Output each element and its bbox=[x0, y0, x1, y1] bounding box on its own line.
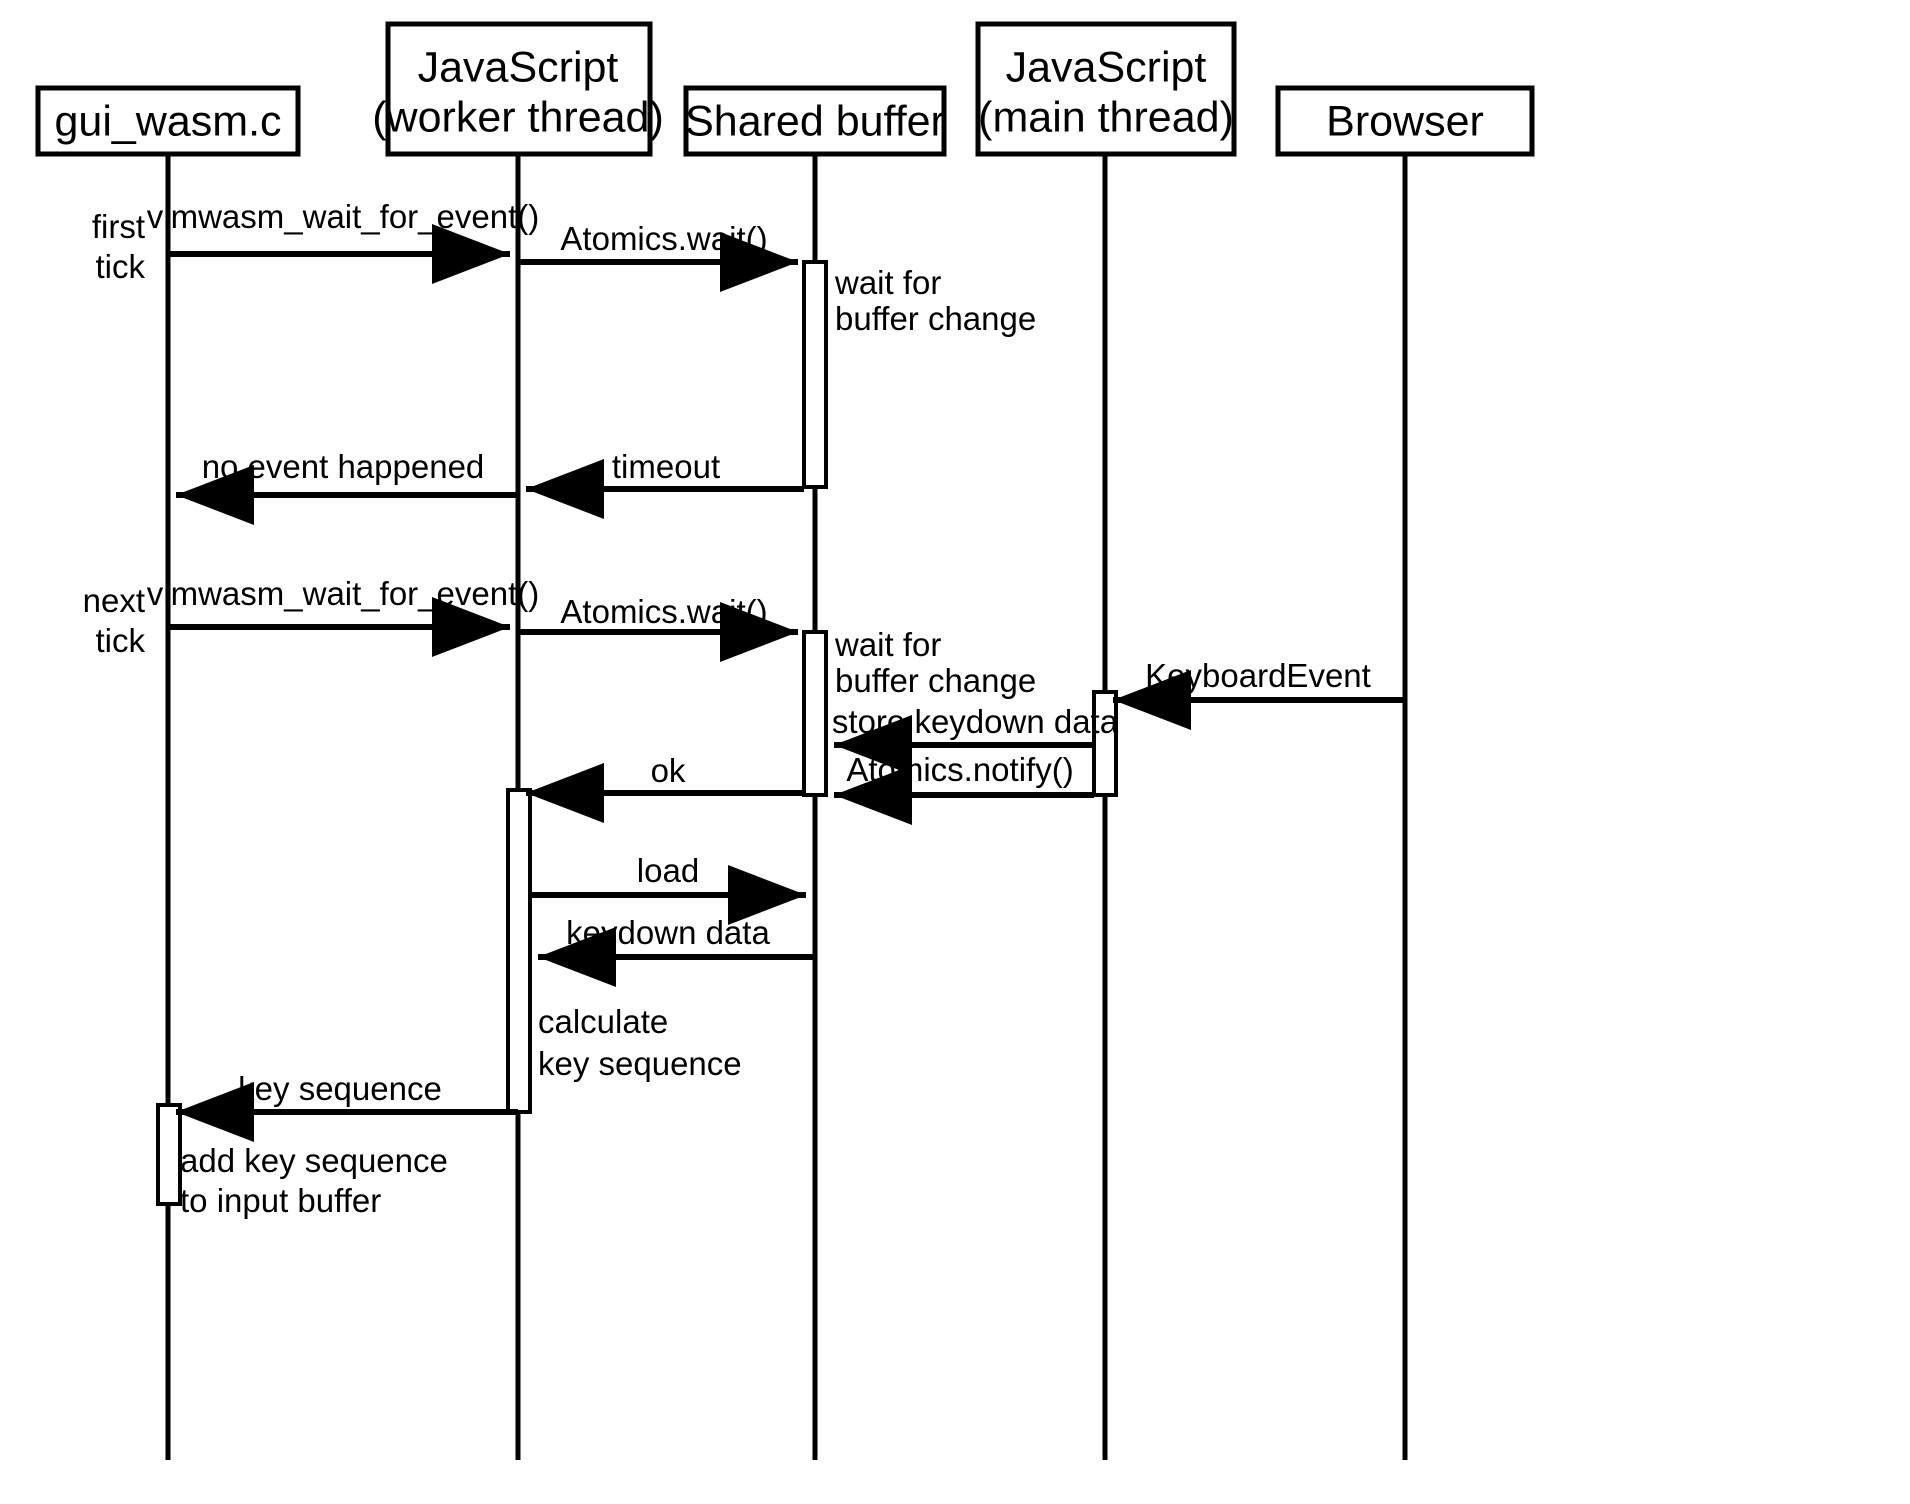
message-key-sequence: key sequence bbox=[176, 1070, 518, 1142]
activation-shared-buffer-wait-2 bbox=[802, 630, 828, 797]
message-keyboard-event: KeyboardEvent bbox=[1113, 657, 1405, 730]
participant-label-js-main-line1: JavaScript bbox=[1006, 43, 1207, 91]
message-load: load bbox=[530, 852, 806, 925]
participant-label-js-worker-line2: (worker thread) bbox=[372, 93, 664, 141]
participant-label-js-worker-line1: JavaScript bbox=[418, 43, 619, 91]
message-atomics-notify: Atomics.notify() bbox=[834, 751, 1094, 825]
message-vimwasm-wait-for-event-1: vimwasm_wait_for_event() bbox=[147, 198, 539, 284]
message-no-event-happened: no event happened bbox=[176, 448, 518, 525]
participant-js-worker[interactable]: JavaScript (worker thread) bbox=[372, 21, 664, 157]
participant-browser[interactable]: Browser bbox=[1275, 85, 1535, 157]
participant-label-js-main-line2: (main thread) bbox=[978, 93, 1234, 141]
message-store-keydown-data: store keydown data bbox=[832, 703, 1119, 775]
svg-text:key sequence: key sequence bbox=[538, 1045, 742, 1082]
side-label-next-tick: next tick bbox=[83, 582, 146, 659]
svg-text:to input buffer: to input buffer bbox=[180, 1182, 381, 1219]
message-label: vimwasm_wait_for_event() bbox=[147, 198, 539, 235]
note-calculate-key-sequence: calculate key sequence bbox=[538, 1003, 742, 1082]
svg-text:wait for: wait for bbox=[834, 264, 941, 301]
participant-label-shared-buffer: Shared buffer bbox=[685, 97, 945, 145]
message-vimwasm-wait-for-event-2: vimwasm_wait_for_event() bbox=[147, 575, 539, 657]
participant-js-main[interactable]: JavaScript (main thread) bbox=[975, 21, 1237, 157]
message-label: Atomics.wait() bbox=[560, 593, 767, 630]
side-label-first-tick: first tick bbox=[92, 208, 146, 285]
message-label: KeyboardEvent bbox=[1145, 657, 1371, 694]
activation-js-worker-process bbox=[506, 788, 532, 1114]
participant-shared-buffer[interactable]: Shared buffer bbox=[683, 85, 947, 157]
participant-label-browser: Browser bbox=[1326, 97, 1484, 145]
activation-shared-buffer-wait-1 bbox=[802, 260, 828, 489]
message-label: ok bbox=[651, 752, 686, 789]
message-ok: ok bbox=[526, 752, 804, 823]
message-label: keydown data bbox=[566, 914, 770, 951]
message-timeout: timeout bbox=[526, 448, 804, 519]
svg-text:calculate: calculate bbox=[538, 1003, 668, 1040]
message-label: vimwasm_wait_for_event() bbox=[147, 575, 539, 612]
svg-text:tick: tick bbox=[96, 622, 146, 659]
message-atomics-wait-2: Atomics.wait() bbox=[518, 593, 798, 662]
svg-text:add key sequence: add key sequence bbox=[180, 1142, 448, 1179]
participant-gui-wasm[interactable]: gui_wasm.c bbox=[35, 85, 301, 157]
message-label: key sequence bbox=[238, 1070, 442, 1107]
message-label: no event happened bbox=[202, 448, 485, 485]
svg-text:next: next bbox=[83, 582, 145, 619]
message-atomics-wait-1: Atomics.wait() bbox=[518, 220, 798, 292]
participant-label-gui-wasm: gui_wasm.c bbox=[54, 97, 281, 145]
message-label: load bbox=[637, 852, 699, 889]
activation-gui-wasm-input bbox=[156, 1103, 182, 1206]
message-keydown-data: keydown data bbox=[538, 914, 815, 987]
svg-text:wait for: wait for bbox=[834, 626, 941, 663]
message-label: Atomics.wait() bbox=[560, 220, 767, 257]
note-wait-for-buffer-change-2: wait for buffer change bbox=[834, 626, 1036, 699]
message-label: Atomics.notify() bbox=[846, 751, 1073, 788]
svg-text:buffer change: buffer change bbox=[835, 300, 1036, 337]
svg-text:first: first bbox=[92, 208, 145, 245]
svg-text:tick: tick bbox=[96, 248, 146, 285]
message-label: store keydown data bbox=[832, 703, 1119, 740]
svg-text:buffer change: buffer change bbox=[835, 662, 1036, 699]
note-add-key-sequence: add key sequence to input buffer bbox=[180, 1142, 448, 1219]
note-wait-for-buffer-change-1: wait for buffer change bbox=[834, 264, 1036, 337]
message-label: timeout bbox=[612, 448, 720, 485]
